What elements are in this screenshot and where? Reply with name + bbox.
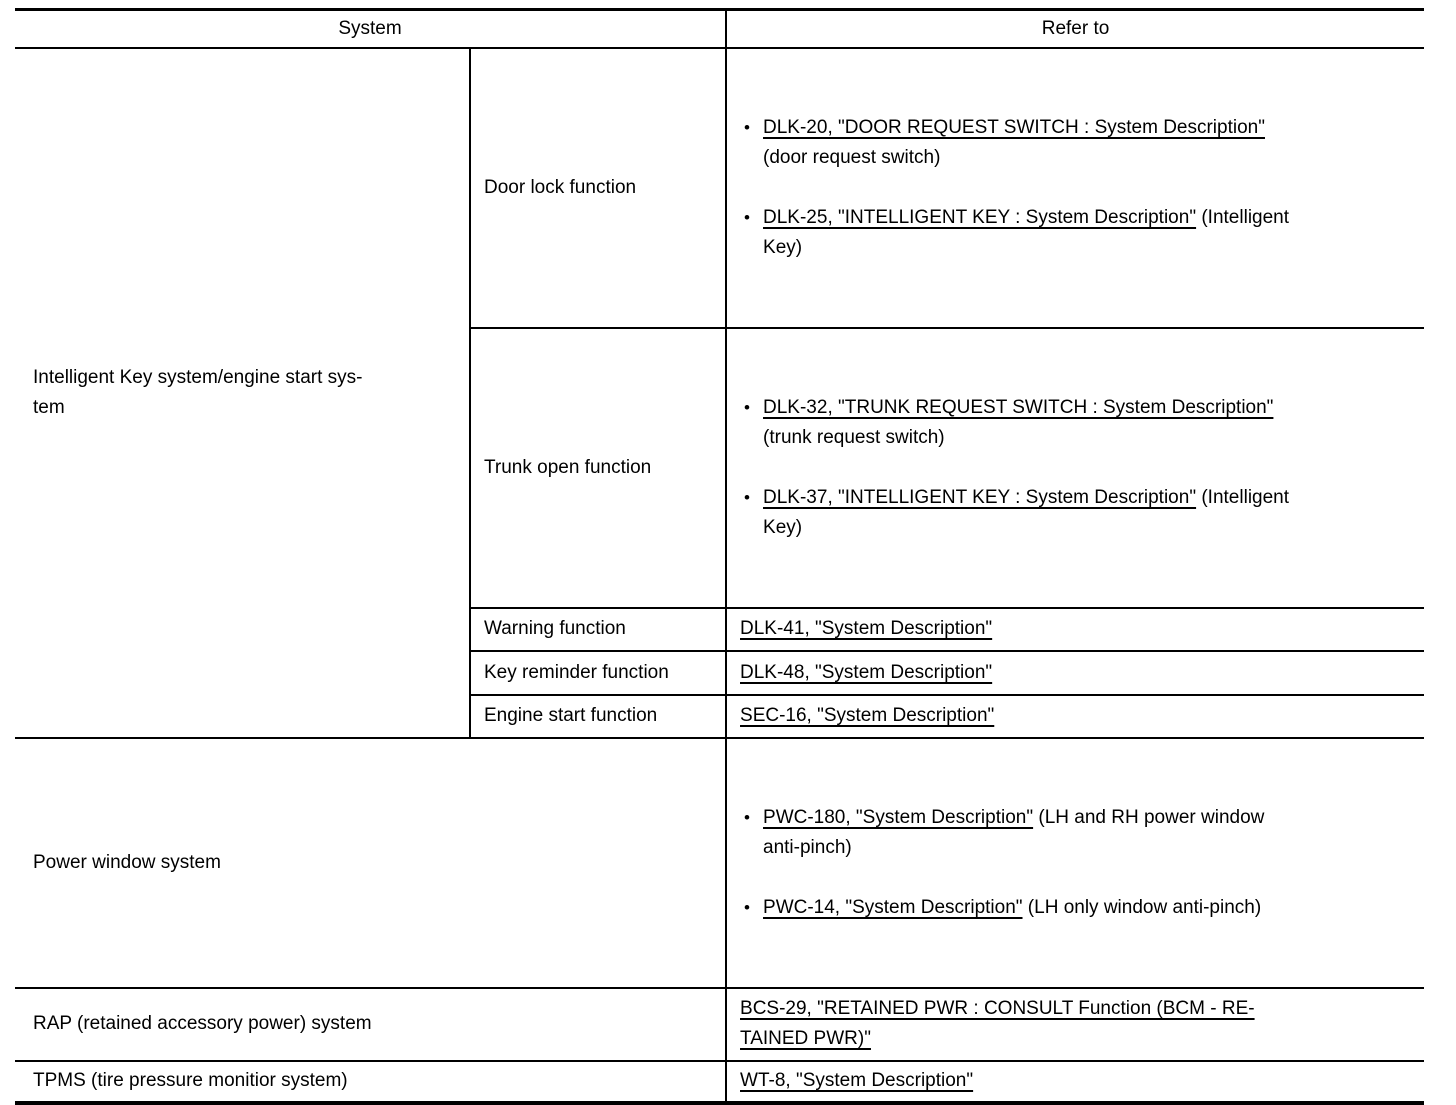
link-dlk-48[interactable]: DLK-48, "System Description"	[740, 661, 993, 683]
table-header-row: System Refer to	[15, 8, 1425, 49]
manual-page: System Refer to Intelligent Key system/e…	[15, 8, 1425, 1105]
cell-rap-system: RAP (retained accessory power) system	[15, 986, 728, 1062]
link-dlk-20[interactable]: DLK-20, "DOOR REQUEST SWITCH : System De…	[763, 116, 1265, 138]
link-dlk-25[interactable]: DLK-25, "INTELLIGENT KEY : System Descri…	[763, 206, 1197, 228]
link-sec-16[interactable]: SEC-16, "System Description"	[740, 705, 995, 726]
link-pwc-180[interactable]: PWC-180, "System Description"	[763, 806, 1034, 828]
cell-engine-start-function: Engine start function	[470, 693, 728, 739]
list-item: • DLK-32, "TRUNK REQUEST SWITCH : System …	[740, 393, 1414, 453]
cell-refer-key-reminder: DLK-48, "System Description"	[725, 649, 1425, 696]
cell-refer-tpms: WT-8, "System Description"	[725, 1059, 1425, 1104]
cell-refer-warning: DLK-41, "System Description"	[725, 606, 1425, 652]
link-bcs-29[interactable]: BCS-29, "RETAINED PWR : CONSULT Function…	[740, 998, 1255, 1049]
reference-list: • DLK-32, "TRUNK REQUEST SWITCH : System …	[740, 363, 1414, 573]
header-refer-to: Refer to	[725, 8, 1425, 49]
cell-tpms-system: TPMS (tire pressure monitior system)	[15, 1059, 728, 1104]
link-suffix: (door request switch)	[763, 146, 941, 168]
link-suffix: (Intelligent Key)	[763, 206, 1290, 258]
table-row: Warning function DLK-41, "System Descrip…	[15, 606, 1425, 652]
link-suffix: (Intelligent Key)	[763, 486, 1290, 538]
cell-refer-rap: BCS-29, "RETAINED PWR : CONSULT Function…	[725, 986, 1425, 1062]
bullet-icon: •	[744, 897, 750, 917]
reference-list: •PWC-180, "System Description" (LH and R…	[740, 773, 1414, 953]
cell-key-reminder-function: Key reminder function	[470, 649, 728, 696]
cell-refer-trunk-open: • DLK-32, "TRUNK REQUEST SWITCH : System …	[725, 326, 1425, 609]
list-item: • PWC-14, "System Description" (LH only w…	[740, 893, 1414, 923]
bullet-icon: •	[744, 487, 750, 507]
link-pwc-14[interactable]: PWC-14, "System Description"	[763, 896, 1023, 918]
cell-intelligent-key-system: Intelligent Key system/engine start sys-…	[15, 46, 471, 739]
table-row: Trunk open function • DLK-32, "TRUNK REQU…	[15, 326, 1425, 609]
reference-list: • DLK-20, "DOOR REQUEST SWITCH : System D…	[740, 83, 1414, 293]
cell-power-window-system: Power window system	[15, 736, 728, 989]
cell-refer-door-lock: • DLK-20, "DOOR REQUEST SWITCH : System D…	[725, 46, 1425, 329]
table-row: RAP (retained accessory power) system BC…	[15, 986, 1425, 1062]
cell-trunk-open-function: Trunk open function	[470, 326, 728, 609]
list-item: • DLK-37, "INTELLIGENT KEY : System Descr…	[740, 483, 1414, 543]
cell-warning-function: Warning function	[470, 606, 728, 652]
bullet-icon: •	[744, 807, 750, 827]
bullet-icon: •	[744, 207, 750, 227]
link-dlk-32[interactable]: DLK-32, "TRUNK REQUEST SWITCH : System D…	[763, 396, 1274, 418]
cell-door-lock-function: Door lock function	[468, 46, 728, 329]
link-dlk-41[interactable]: DLK-41, "System Description"	[740, 618, 993, 639]
table-row: TPMS (tire pressure monitior system) WT-…	[15, 1059, 1425, 1104]
link-suffix: (trunk request switch)	[763, 426, 945, 448]
link-wt-8[interactable]: WT-8, "System Description"	[740, 1070, 974, 1091]
header-system: System	[15, 8, 728, 49]
table-row: Power window system • PWC-180, "System De…	[15, 736, 1425, 989]
list-item: •PWC-180, "System Description" (LH and R…	[740, 803, 1414, 863]
list-item: • DLK-20, "DOOR REQUEST SWITCH : System D…	[740, 113, 1414, 173]
system-reference-table: System Refer to Intelligent Key system/e…	[15, 8, 1425, 1105]
link-dlk-37[interactable]: DLK-37, "INTELLIGENT KEY : System Descri…	[763, 486, 1197, 508]
bullet-icon: •	[744, 397, 750, 417]
bullet-icon: •	[744, 117, 750, 137]
cell-refer-power-window: •PWC-180, "System Description" (LH and R…	[725, 736, 1425, 989]
link-suffix: (LH only window anti-pinch)	[1022, 896, 1262, 918]
table-row: Intelligent Key system/engine start sys-…	[15, 46, 1425, 739]
cell-refer-engine-start: SEC-16, "System Description"	[725, 693, 1425, 739]
list-item: • DLK-25, "INTELLIGENT KEY : System Descr…	[740, 203, 1414, 263]
